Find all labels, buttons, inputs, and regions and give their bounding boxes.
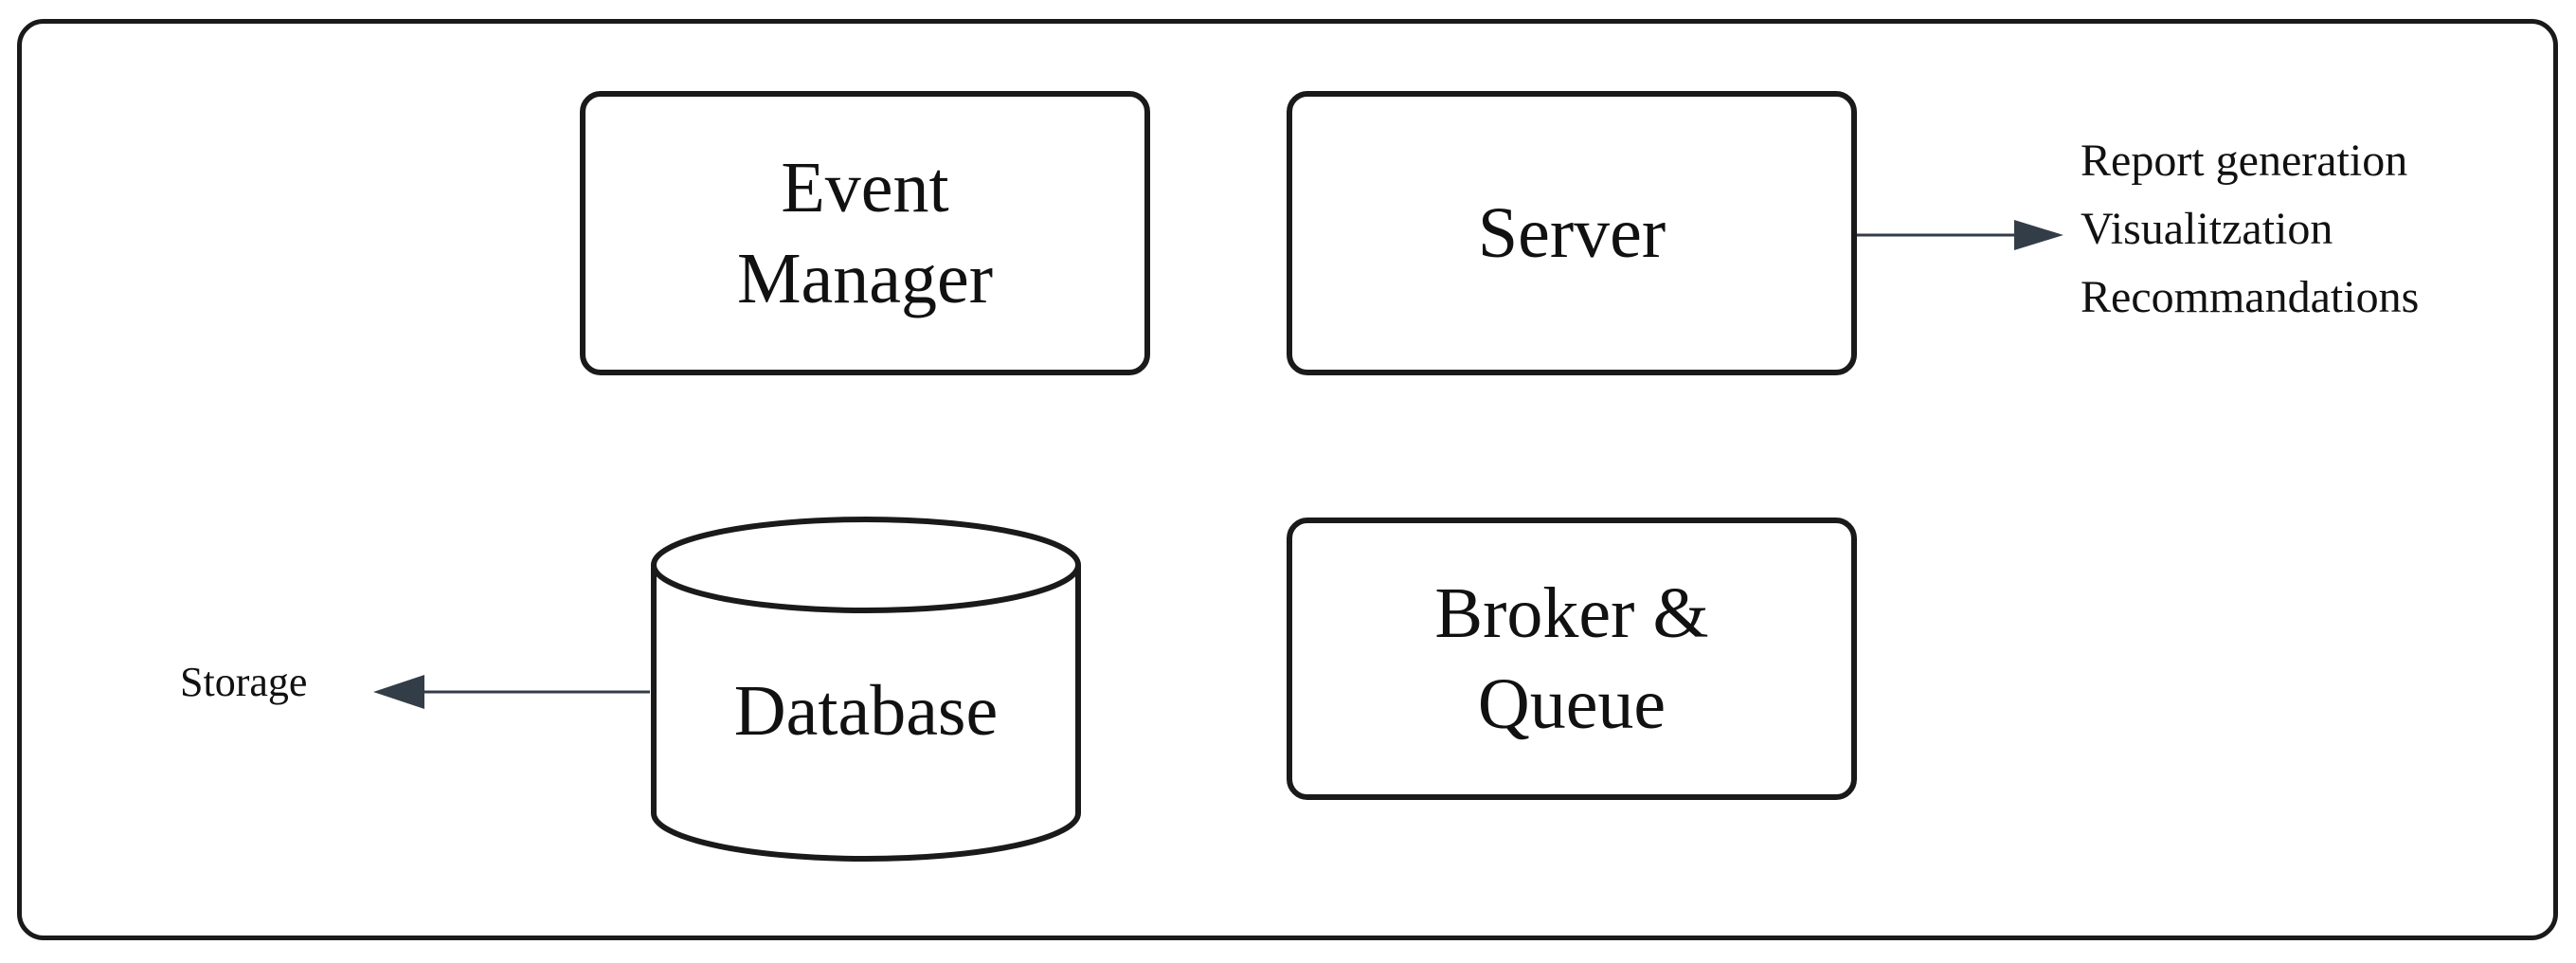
database-to-storage-arrow bbox=[373, 675, 650, 709]
broker-queue-label-line1: Broker & bbox=[1434, 573, 1709, 653]
server-outputs-list: Report generation Visualitzation Recomma… bbox=[2081, 127, 2419, 332]
event-manager-label-line2: Manager bbox=[736, 239, 994, 318]
event-manager-label-line1: Event bbox=[781, 148, 949, 227]
server-to-outputs-arrow bbox=[1857, 220, 2063, 250]
diagram-frame bbox=[17, 19, 2558, 940]
database-cylinder-icon bbox=[651, 517, 1081, 862]
database-node[interactable]: Database bbox=[646, 512, 1086, 870]
output-recommendations: Recommandations bbox=[2081, 272, 2420, 322]
server-node[interactable]: Server bbox=[1287, 91, 1857, 375]
output-visualization: Visualitzation bbox=[2081, 204, 2333, 254]
output-report-generation: Report generation bbox=[2081, 136, 2408, 186]
database-label: Database bbox=[733, 671, 999, 751]
storage-label: Storage bbox=[180, 659, 308, 705]
server-label: Server bbox=[1477, 193, 1666, 273]
broker-queue-label-line2: Queue bbox=[1477, 664, 1666, 744]
event-manager-node[interactable]: Event Manager bbox=[580, 91, 1150, 375]
broker-queue-node[interactable]: Broker & Queue bbox=[1287, 518, 1857, 800]
